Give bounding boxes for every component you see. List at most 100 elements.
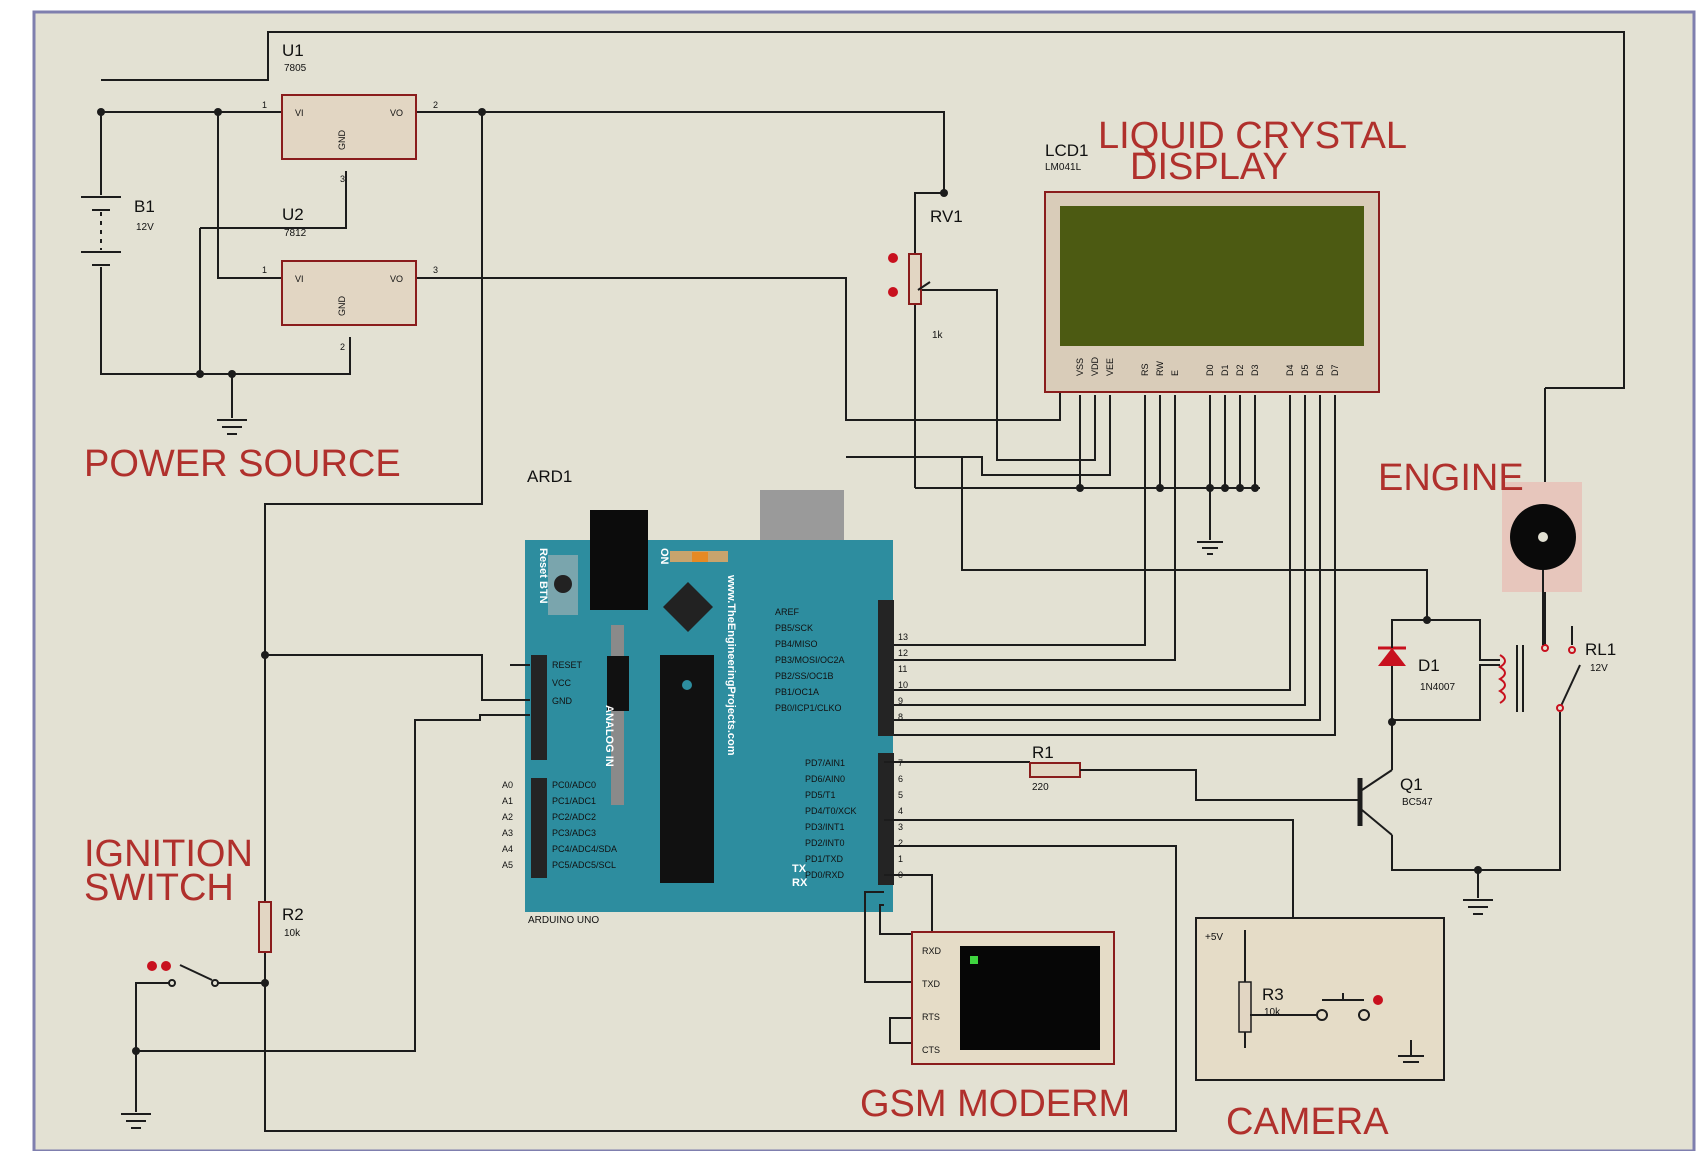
ard-digital-top-pin-4: PB2/SS/OC1B bbox=[775, 671, 834, 681]
ard-analog-num-4: A4 bbox=[502, 844, 513, 854]
ard-digital-bottom-pin-7: PD0/RXD bbox=[805, 870, 845, 880]
u2-pin-vi: VI bbox=[295, 274, 304, 284]
ardu-sub-label: ARDUINO UNO bbox=[528, 915, 599, 926]
lcd-pin-d1: D1 bbox=[1220, 364, 1230, 376]
lcd-pin-d2: D2 bbox=[1235, 364, 1245, 376]
chip-small bbox=[663, 582, 713, 632]
ard-analog-pin-3: PC3/ADC3 bbox=[552, 828, 596, 838]
ard-analog-num-0: A0 bbox=[502, 780, 513, 790]
regulator-u2: U2 7812 VI VO GND 1 3 2 bbox=[262, 205, 438, 352]
atmega-chip bbox=[660, 655, 714, 883]
gsm-pin-txd: TXD bbox=[922, 979, 941, 989]
ard-digital-bottom-pin-4: PD3/INT1 bbox=[805, 822, 845, 832]
q1-ref: Q1 bbox=[1400, 775, 1423, 794]
ard-analog-num-3: A3 bbox=[502, 828, 513, 838]
ard-digital-bottom-pin-5: PD2/INT0 bbox=[805, 838, 845, 848]
q1-value: BC547 bbox=[1402, 797, 1433, 808]
r2-value: 10k bbox=[284, 928, 301, 939]
r1-value: 220 bbox=[1032, 782, 1049, 793]
u1-value: 7805 bbox=[284, 63, 307, 74]
arduino-pin-labels: RESETVCCGNDPC0/ADC0A0PC1/ADC1A1PC2/ADC2A… bbox=[502, 607, 908, 889]
ard-digital-bottom-num-6: 1 bbox=[898, 854, 903, 864]
ard-digital-bottom-pin-6: PD1/TXD bbox=[805, 854, 844, 864]
power-jack bbox=[590, 510, 648, 610]
rl1-value: 12V bbox=[1590, 663, 1608, 674]
u1-pin-vi: VI bbox=[295, 108, 304, 118]
ard-rx-label: RX bbox=[792, 877, 808, 889]
u1-pin-vo: VO bbox=[390, 108, 403, 118]
ard-analog-pin-0: PC0/ADC0 bbox=[552, 780, 596, 790]
lcd-pin-rs: RS bbox=[1140, 363, 1150, 376]
ard-digital-bottom-pin-2: PD5/T1 bbox=[805, 790, 836, 800]
u2-value: 7812 bbox=[284, 228, 307, 239]
lcd-pin-vdd: VDD bbox=[1090, 356, 1100, 376]
b1-value: 12V bbox=[136, 222, 154, 233]
diode-body bbox=[607, 656, 629, 711]
engine-label: ENGINE bbox=[1378, 457, 1524, 499]
ard-digital-top-pin-1: PB5/SCK bbox=[775, 623, 813, 633]
lcd-pin-e: E bbox=[1170, 370, 1180, 376]
ard-analog-pin-5: PC5/ADC5/SCL bbox=[552, 860, 616, 870]
b1-ref: B1 bbox=[134, 197, 155, 216]
ard-digital-top-num-5: 9 bbox=[898, 696, 903, 706]
lcd-pin-vee: VEE bbox=[1105, 358, 1115, 376]
u1-pin-gnd: GND bbox=[337, 130, 347, 151]
ground-symbol-power bbox=[217, 419, 247, 435]
ard-analog-num-1: A1 bbox=[502, 796, 513, 806]
rl1-ref: RL1 bbox=[1585, 640, 1616, 659]
ard-digital-top-pin-2: PB4/MISO bbox=[775, 639, 818, 649]
arduino-uno: ARD1 Reset BTN ON www.TheEngineeringProj… bbox=[136, 467, 908, 1052]
power-source-section: B1 12V U1 7805 VI VO GND 1 2 3 U2 7812 V… bbox=[81, 31, 1625, 1132]
ard-digital-top-num-3: 11 bbox=[898, 664, 907, 674]
camera-box bbox=[1195, 917, 1445, 1081]
u1-pin1: 1 bbox=[262, 100, 267, 110]
u2-pin3: 2 bbox=[340, 342, 345, 352]
lcd-pin-d7: D7 bbox=[1330, 364, 1340, 376]
u2-ref: U2 bbox=[282, 205, 304, 224]
r3-ref: R3 bbox=[1262, 985, 1284, 1004]
ard-digital-top-pin-6: PB0/ICP1/CLKO bbox=[775, 703, 842, 713]
on-led bbox=[692, 552, 708, 562]
lcd1-value: LM041L bbox=[1045, 162, 1082, 173]
ard-digital-bottom-pin-3: PD4/T0/XCK bbox=[805, 806, 857, 816]
lcd1-ref: LCD1 bbox=[1045, 141, 1088, 160]
ard-digital-top-num-2: 12 bbox=[898, 648, 908, 658]
lcd-pin-d3: D3 bbox=[1250, 364, 1260, 376]
lcd-screen bbox=[1060, 206, 1364, 346]
ard-analog-num-2: A2 bbox=[502, 812, 513, 822]
lcd-pin-d0: D0 bbox=[1205, 364, 1215, 376]
ignition-section: IGNITION SWITCH R2 10k bbox=[84, 833, 304, 1129]
ard-analog-pin-4: PC4/ADC4/SDA bbox=[552, 844, 617, 854]
relay-section: D1 1N4007 RL1 12V ENGINE bbox=[961, 388, 1616, 871]
ard-digital-bottom-pin-1: PD6/AIN0 bbox=[805, 774, 845, 784]
ard-power-pin-1: VCC bbox=[552, 678, 572, 688]
camera-vcc: +5V bbox=[1205, 932, 1223, 943]
u1-pin3: 3 bbox=[340, 174, 345, 184]
ard-digital-bottom-num-3: 4 bbox=[898, 806, 903, 816]
reset-btn-label: Reset BTN bbox=[537, 548, 549, 604]
ard-power-pin-0: RESET bbox=[552, 660, 583, 670]
d1-value: 1N4007 bbox=[1420, 682, 1455, 693]
ard-digital-bottom-pin-0: PD7/AIN1 bbox=[805, 758, 845, 768]
u2-pin-vo: VO bbox=[390, 274, 403, 284]
gsm-pin-cts: CTS bbox=[922, 1045, 940, 1055]
power-source-label: POWER SOURCE bbox=[84, 443, 401, 485]
camera-label: CAMERA bbox=[1226, 1101, 1389, 1143]
u2-pin2: 3 bbox=[433, 265, 438, 275]
r3-value: 10k bbox=[1264, 1007, 1281, 1018]
transistor-section: R1 220 Q1 BC547 bbox=[884, 722, 1493, 915]
lcd-pin-vss: VSS bbox=[1075, 358, 1085, 376]
regulator-u1: U1 7805 VI VO GND 1 2 3 bbox=[262, 41, 438, 184]
battery-b1: B1 12V bbox=[81, 196, 155, 266]
camera-section: +5V R3 10k CAMERA bbox=[884, 819, 1445, 1143]
ard-digital-top-num-1: 13 bbox=[898, 632, 908, 642]
lcd-pin-d6: D6 bbox=[1315, 364, 1325, 376]
ard-digital-top-pin-3: PB3/MOSI/OC2A bbox=[775, 655, 845, 665]
ard-digital-top-pin-0: AREF bbox=[775, 607, 800, 617]
ground-symbol-ignition bbox=[121, 1113, 151, 1129]
ignition-label-line1: IGNITION bbox=[84, 833, 253, 875]
d1-ref: D1 bbox=[1418, 656, 1440, 675]
lcd-pin-d4: D4 bbox=[1285, 364, 1295, 376]
